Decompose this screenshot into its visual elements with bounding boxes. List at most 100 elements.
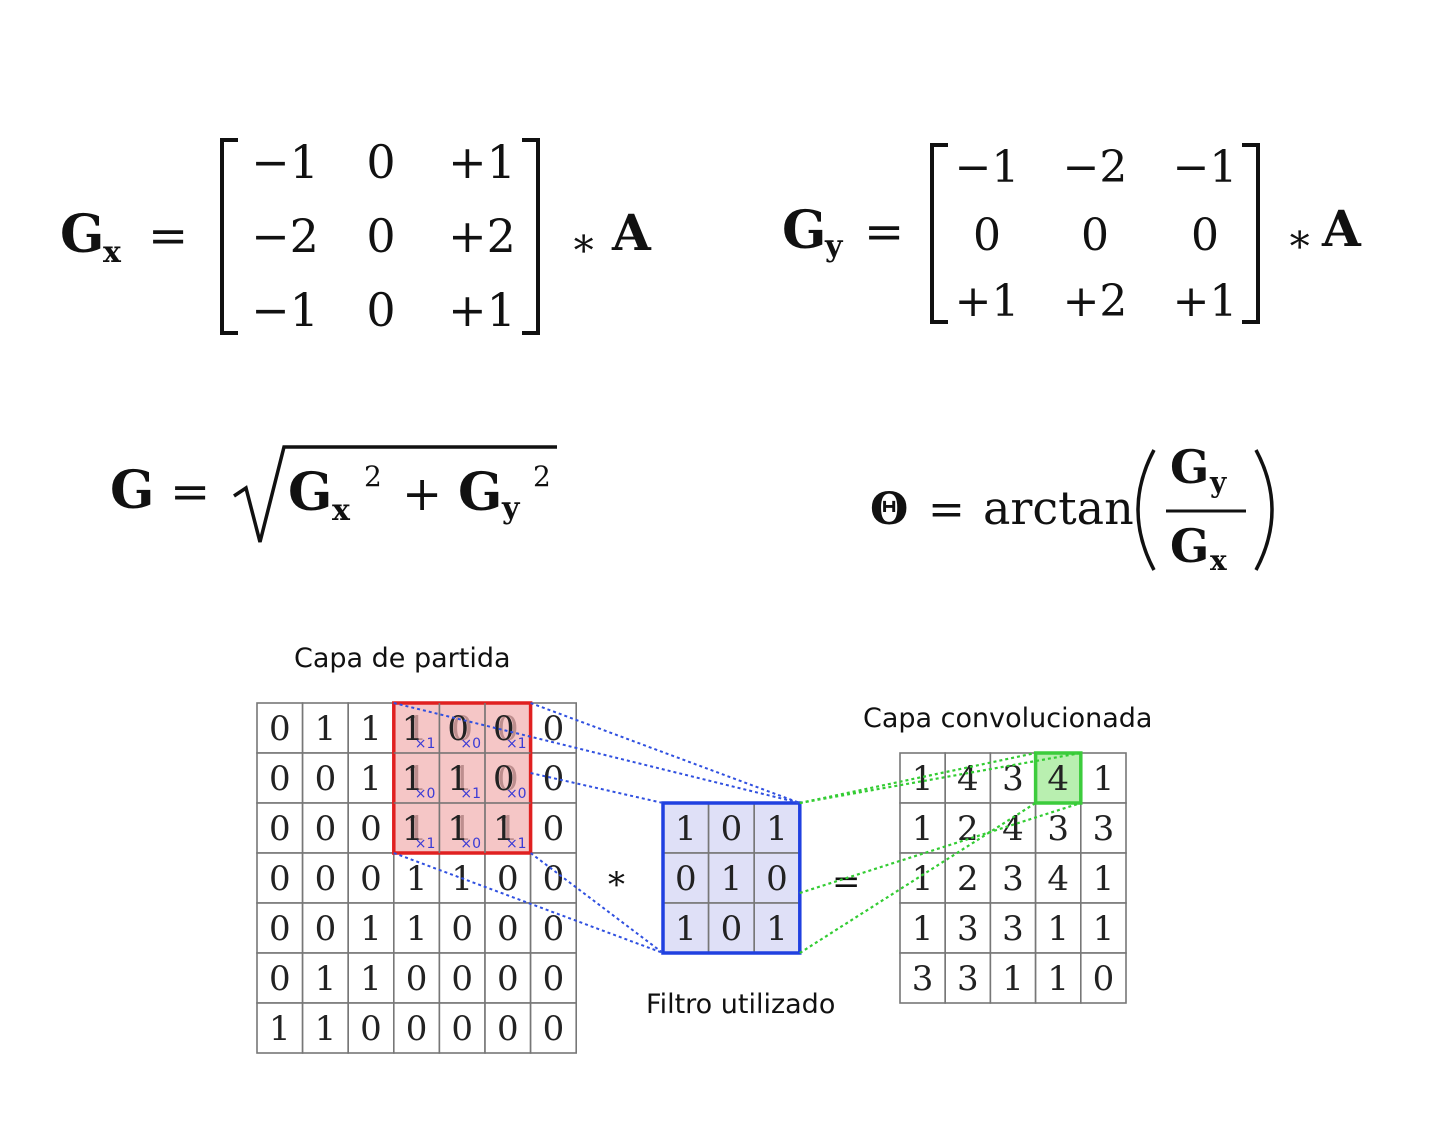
fraction-denominator-subscript: x	[1210, 544, 1227, 577]
connector-lines	[393, 702, 1082, 954]
input-window-value: 1	[402, 809, 424, 849]
magnitude-gy-exponent: 2	[533, 460, 551, 493]
input-value: 1	[315, 1009, 337, 1049]
input-value: 0	[543, 709, 565, 749]
output-value: 4	[1002, 809, 1024, 849]
output-value: 1	[1047, 959, 1069, 999]
filter-multiplier: ×0	[460, 836, 481, 852]
input-grid: 0111000001110000011100001100001100001100…	[256, 701, 577, 1054]
filter-cell	[753, 902, 801, 954]
filter-value: 0	[766, 859, 788, 899]
gx-matrix-entry-0-0: −1	[251, 135, 319, 189]
gx-matrix-entry-0-1: 0	[366, 135, 395, 189]
gx-symbol: G	[60, 204, 104, 265]
input-value: 0	[543, 1009, 565, 1049]
input-value: 0	[543, 859, 565, 899]
input-value: 0	[497, 1009, 519, 1049]
input-value: 0	[315, 759, 337, 799]
output-layer-label: Capa convolucionada	[863, 703, 1152, 734]
angle-formula: Θ = arctan G y G x	[870, 440, 1274, 577]
magnitude-symbol: G	[110, 460, 154, 521]
input-value: 0	[543, 809, 565, 849]
input-window-value: 1	[493, 809, 515, 849]
gx-matrix-entry-0-2: +1	[448, 135, 516, 189]
output-value: 1	[912, 809, 934, 849]
input-window-value: 0	[493, 709, 515, 749]
input-cell	[256, 1002, 304, 1054]
gy-matrix-entry-0-0: −1	[955, 142, 1020, 193]
filter-value: 1	[766, 809, 788, 849]
input-cell	[256, 802, 304, 854]
filter-value: 1	[675, 909, 697, 949]
input-value: 0	[543, 759, 565, 799]
output-cell	[944, 852, 992, 904]
filter-multiplier: ×0	[415, 786, 436, 802]
output-value: 3	[957, 959, 979, 999]
output-value: 3	[912, 959, 934, 999]
input-value: 0	[315, 809, 337, 849]
input-value: 0	[360, 809, 382, 849]
gy-left-bracket	[930, 143, 948, 324]
input-cell	[301, 1002, 350, 1054]
theta-symbol: Θ	[870, 484, 908, 535]
fraction-numerator-symbol: G	[1170, 440, 1209, 494]
gx-convolution-operator: ∗	[570, 220, 597, 266]
output-value: 1	[1047, 909, 1069, 949]
output-highlight-cell	[1033, 751, 1083, 805]
input-value: 0	[269, 809, 291, 849]
output-grid: 14341124331234113311331104	[899, 751, 1127, 1004]
input-cell	[529, 1002, 577, 1054]
input-value: 1	[406, 859, 428, 899]
input-filter-connector	[393, 702, 801, 804]
input-value: 0	[543, 909, 565, 949]
output-cell	[944, 902, 992, 954]
gx-matrix-entry-1-0: −2	[251, 209, 319, 263]
output-value: 2	[957, 809, 979, 849]
filter-multiplier: ×1	[460, 786, 481, 802]
input-value: 0	[269, 859, 291, 899]
output-cell	[1080, 802, 1127, 854]
filter-multiplier: ×1	[506, 736, 527, 752]
gy-matrix-entry-0-1: −2	[1063, 142, 1128, 193]
fraction-numerator-subscript: y	[1209, 466, 1227, 499]
input-value: 0	[543, 959, 565, 999]
input-value: 0	[269, 959, 291, 999]
gx-right-bracket	[522, 138, 540, 335]
output-cell	[899, 852, 947, 904]
output-value: 1	[1093, 859, 1115, 899]
gx-left-bracket	[220, 138, 238, 335]
input-value: 1	[406, 909, 428, 949]
output-cell	[989, 952, 1037, 1004]
output-cell	[944, 802, 992, 854]
gx-matrix-entry-1-1: 0	[366, 209, 395, 263]
output-cell	[899, 902, 947, 954]
gy-matrix-entry-2-0: +1	[955, 276, 1020, 327]
magnitude-gy-symbol: G	[458, 462, 502, 523]
right-parenthesis	[1254, 449, 1274, 571]
input-value: 0	[360, 859, 382, 899]
gy-matrix-entry-2-2: +1	[1173, 276, 1238, 327]
magnitude-gx-exponent: 2	[364, 460, 382, 493]
output-value: 1	[1093, 909, 1115, 949]
output-value: 3	[1002, 909, 1024, 949]
magnitude-gx-symbol: G	[288, 462, 332, 523]
magnitude-formula: G = G x 2 + G y 2	[110, 445, 557, 543]
input-value: 0	[406, 959, 428, 999]
output-cell	[1080, 952, 1127, 1004]
filter-value: 0	[721, 809, 743, 849]
output-value: 3	[1047, 809, 1069, 849]
output-value: 0	[1093, 959, 1115, 999]
gy-matrix-entry-2-1: +2	[1063, 276, 1128, 327]
input-cell	[347, 802, 395, 854]
input-cell	[256, 702, 304, 754]
input-value: 0	[269, 709, 291, 749]
input-value: 0	[269, 759, 291, 799]
filter-multiplier: ×1	[506, 836, 527, 852]
input-window-value: 1	[402, 759, 424, 799]
filter-output-connector	[799, 751, 1036, 805]
gy-matrix-entry-1-1: 0	[1081, 210, 1109, 261]
output-value: 3	[1093, 809, 1115, 849]
magnitude-equals: =	[170, 464, 210, 520]
filter-output-connector	[799, 801, 1082, 895]
